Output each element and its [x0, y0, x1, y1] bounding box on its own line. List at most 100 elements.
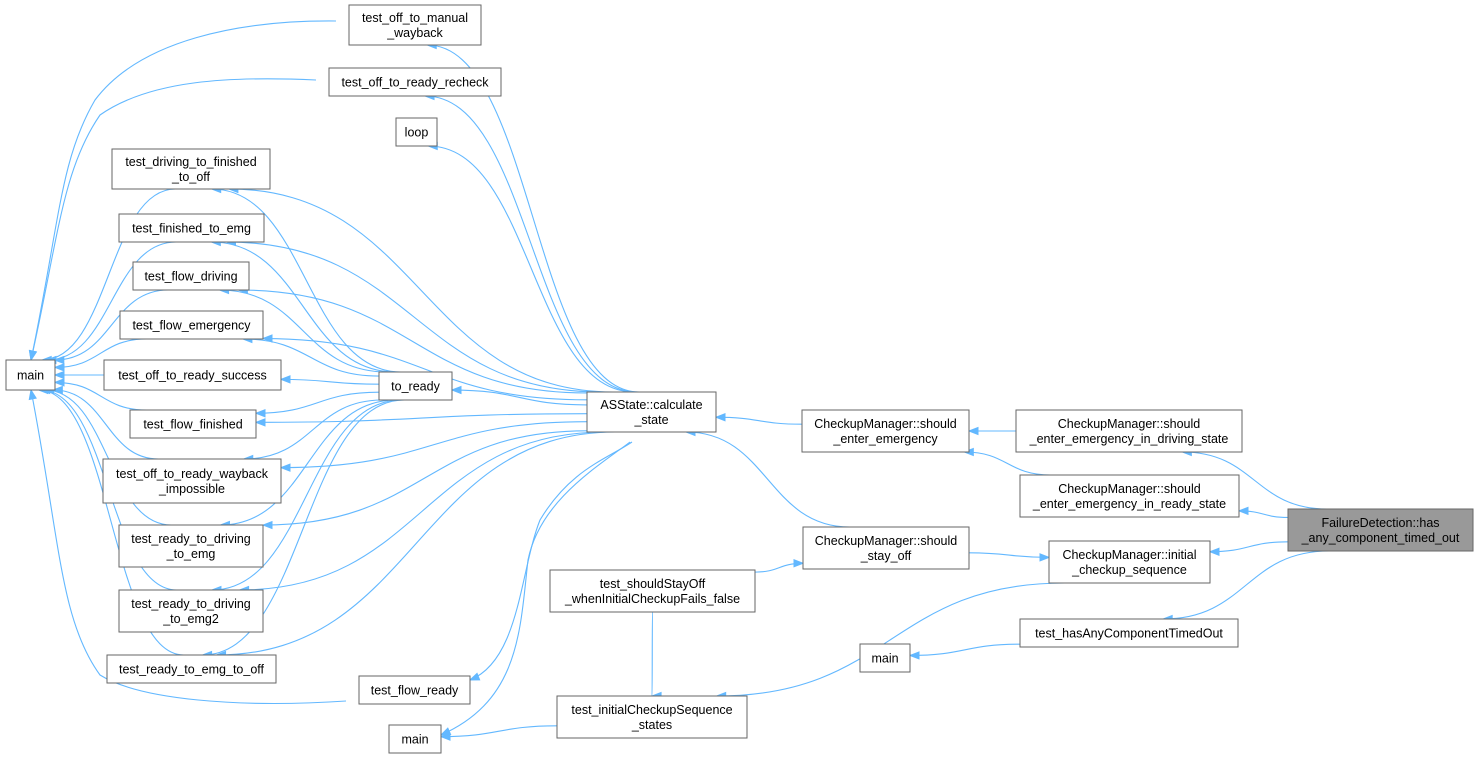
- node-box: [118, 589, 264, 633]
- node-main_right[interactable]: main: [859, 643, 911, 673]
- edge-line: [255, 391, 380, 414]
- edge-main_left-to-t_off_manual: [28, 20, 337, 362]
- edge-arrowhead: [714, 413, 726, 422]
- edge-t_fin_emg-to-calc_state: [225, 237, 602, 393]
- node-cm_emg_driving[interactable]: CheckupManager::should_enter_emergency_i…: [1015, 409, 1243, 453]
- edge-line: [716, 582, 1065, 697]
- node-box: [328, 67, 502, 97]
- edge-arrowhead: [468, 672, 481, 681]
- edge-arrowhead: [254, 418, 266, 427]
- edge-line: [968, 552, 1050, 558]
- edge-cm_stay_off-to-t_stayoff: [754, 559, 805, 573]
- edge-main_left-to-t_rdy_drv_emg: [43, 385, 172, 526]
- node-cm_initial[interactable]: CheckupManager::initial_checkup_sequence: [1048, 540, 1211, 584]
- node-t_stayoff[interactable]: test_shouldStayOff_whenInitialCheckupFai…: [549, 569, 756, 613]
- node-t_off_recheck[interactable]: test_off_to_ready_recheck: [328, 67, 502, 97]
- edge-arrowhead: [1208, 547, 1220, 556]
- edge-line: [211, 399, 402, 591]
- edge-arrowhead: [793, 559, 805, 568]
- node-label: main: [17, 369, 44, 383]
- edge-arrowhead: [261, 334, 273, 343]
- node-main_bottom[interactable]: main: [388, 724, 442, 754]
- edge-line: [54, 338, 147, 368]
- edge-main_left-to-t_off_success: [53, 370, 104, 380]
- node-to_ready[interactable]: to_ready: [378, 371, 453, 401]
- node-cm_enter_emg[interactable]: CheckupManager::should_enter_emergency: [801, 409, 970, 453]
- node-label: _impossible: [158, 482, 225, 496]
- node-loop[interactable]: loop: [395, 117, 438, 147]
- node-label: test_flow_ready: [371, 684, 459, 698]
- nodes-layer: main test_off_to_manual_wayback test_off_t…: [5, 4, 1474, 754]
- node-t_fin_emg[interactable]: test_finished_to_emg: [118, 213, 265, 243]
- node-t_flow_drv[interactable]: test_flow_driving: [132, 261, 250, 291]
- edge-line: [30, 78, 317, 361]
- node-t_hasany[interactable]: test_hasAnyComponentTimedOut: [1019, 618, 1239, 648]
- node-t_initchk_states[interactable]: test_initialCheckupSequence_states: [556, 695, 748, 739]
- node-t_rdy_drv_emg[interactable]: test_ready_to_driving_to_emg: [118, 524, 264, 568]
- node-label: test_initialCheckupSequence: [571, 703, 732, 717]
- node-box: [348, 4, 482, 46]
- node-t_flow_ready[interactable]: test_flow_ready: [358, 675, 471, 705]
- edge-line: [54, 381, 147, 411]
- node-label: test_off_to_ready_recheck: [341, 76, 489, 90]
- node-t_flow_fin[interactable]: test_flow_finished: [129, 409, 257, 439]
- edge-arrowhead: [439, 732, 451, 741]
- node-box: [1048, 540, 1211, 584]
- node-label: _state: [633, 413, 668, 427]
- node-label: test_ready_to_emg_to_off: [119, 663, 265, 677]
- edge-line: [54, 289, 169, 361]
- node-label: test_off_to_ready_success: [118, 369, 266, 383]
- edge-line: [30, 389, 347, 704]
- node-label: _to_emg2: [162, 612, 219, 626]
- edge-line: [226, 241, 602, 393]
- node-main_left[interactable]: main: [5, 359, 56, 391]
- edge-t_fin_emg-to-to_ready: [209, 237, 396, 373]
- edge-cm_initial-to-fd_hasany: [1208, 541, 1289, 556]
- edge-t_initchk_states-to-cm_initial: [715, 582, 1065, 701]
- node-fd_hasany[interactable]: FailureDetection::has_any_component_time…: [1287, 508, 1474, 552]
- edge-to_ready-to-calc_state: [450, 385, 588, 406]
- edge-line: [53, 389, 159, 460]
- node-label: _to_emg: [166, 547, 216, 561]
- node-t_rdy_drv_emg2[interactable]: test_ready_to_driving_to_emg2: [118, 589, 264, 633]
- node-label: CheckupManager::should: [815, 534, 957, 548]
- node-label: ASState::calculate: [600, 398, 702, 412]
- node-box: [132, 261, 250, 291]
- node-box: [5, 359, 56, 391]
- node-cm_stay_off[interactable]: CheckupManager::should_stay_off: [802, 526, 970, 570]
- node-t_rdy_emg_off[interactable]: test_ready_to_emg_to_off: [106, 654, 277, 684]
- edge-t_flow_ready-to-calc_state: [468, 441, 633, 681]
- edge-t_rdy_drv_emg2-to-calc_state: [238, 431, 606, 595]
- edge-line: [715, 416, 803, 425]
- edge-cm_enter_emg-to-cm_emg_driving: [967, 426, 1016, 436]
- edge-t_off_recheck-to-calc_state: [423, 91, 638, 393]
- node-box: [1015, 409, 1243, 453]
- edge-line: [30, 20, 337, 361]
- node-label: _any_component_timed_out: [1301, 531, 1460, 545]
- edge-line: [46, 241, 177, 361]
- edge-main_bottom-to-t_initchk_states: [439, 725, 558, 741]
- edge-line: [42, 188, 176, 361]
- node-t_off_wayback_imp[interactable]: test_off_to_ready_wayback_impossible: [102, 458, 282, 504]
- node-t_off_manual[interactable]: test_off_to_manual_wayback: [348, 4, 482, 46]
- node-label: test_finished_to_emg: [132, 222, 251, 236]
- node-box: [358, 675, 471, 705]
- node-calc_state[interactable]: ASState::calculate_state: [586, 391, 717, 433]
- edge-line: [469, 441, 633, 681]
- node-cm_emg_ready[interactable]: CheckupManager::should_enter_emergency_i…: [1019, 474, 1240, 518]
- node-t_off_success[interactable]: test_off_to_ready_success: [103, 359, 282, 391]
- edge-arrowhead: [279, 463, 291, 472]
- node-label: main: [871, 652, 898, 666]
- node-t_flow_emg[interactable]: test_flow_emergency: [119, 310, 264, 340]
- node-box: [859, 643, 911, 673]
- edge-line: [1209, 541, 1289, 553]
- node-t_drv_fin_off[interactable]: test_driving_to_finished_to_off: [111, 148, 271, 190]
- edge-arrowhead: [28, 349, 38, 362]
- edge-arrowhead: [1039, 553, 1051, 562]
- node-box: [586, 391, 717, 433]
- node-box: [1019, 618, 1239, 648]
- node-box: [129, 409, 257, 439]
- node-label: test_flow_driving: [144, 270, 237, 284]
- node-box: [549, 569, 756, 613]
- edge-calc_state-to-cm_enter_emg: [714, 413, 803, 425]
